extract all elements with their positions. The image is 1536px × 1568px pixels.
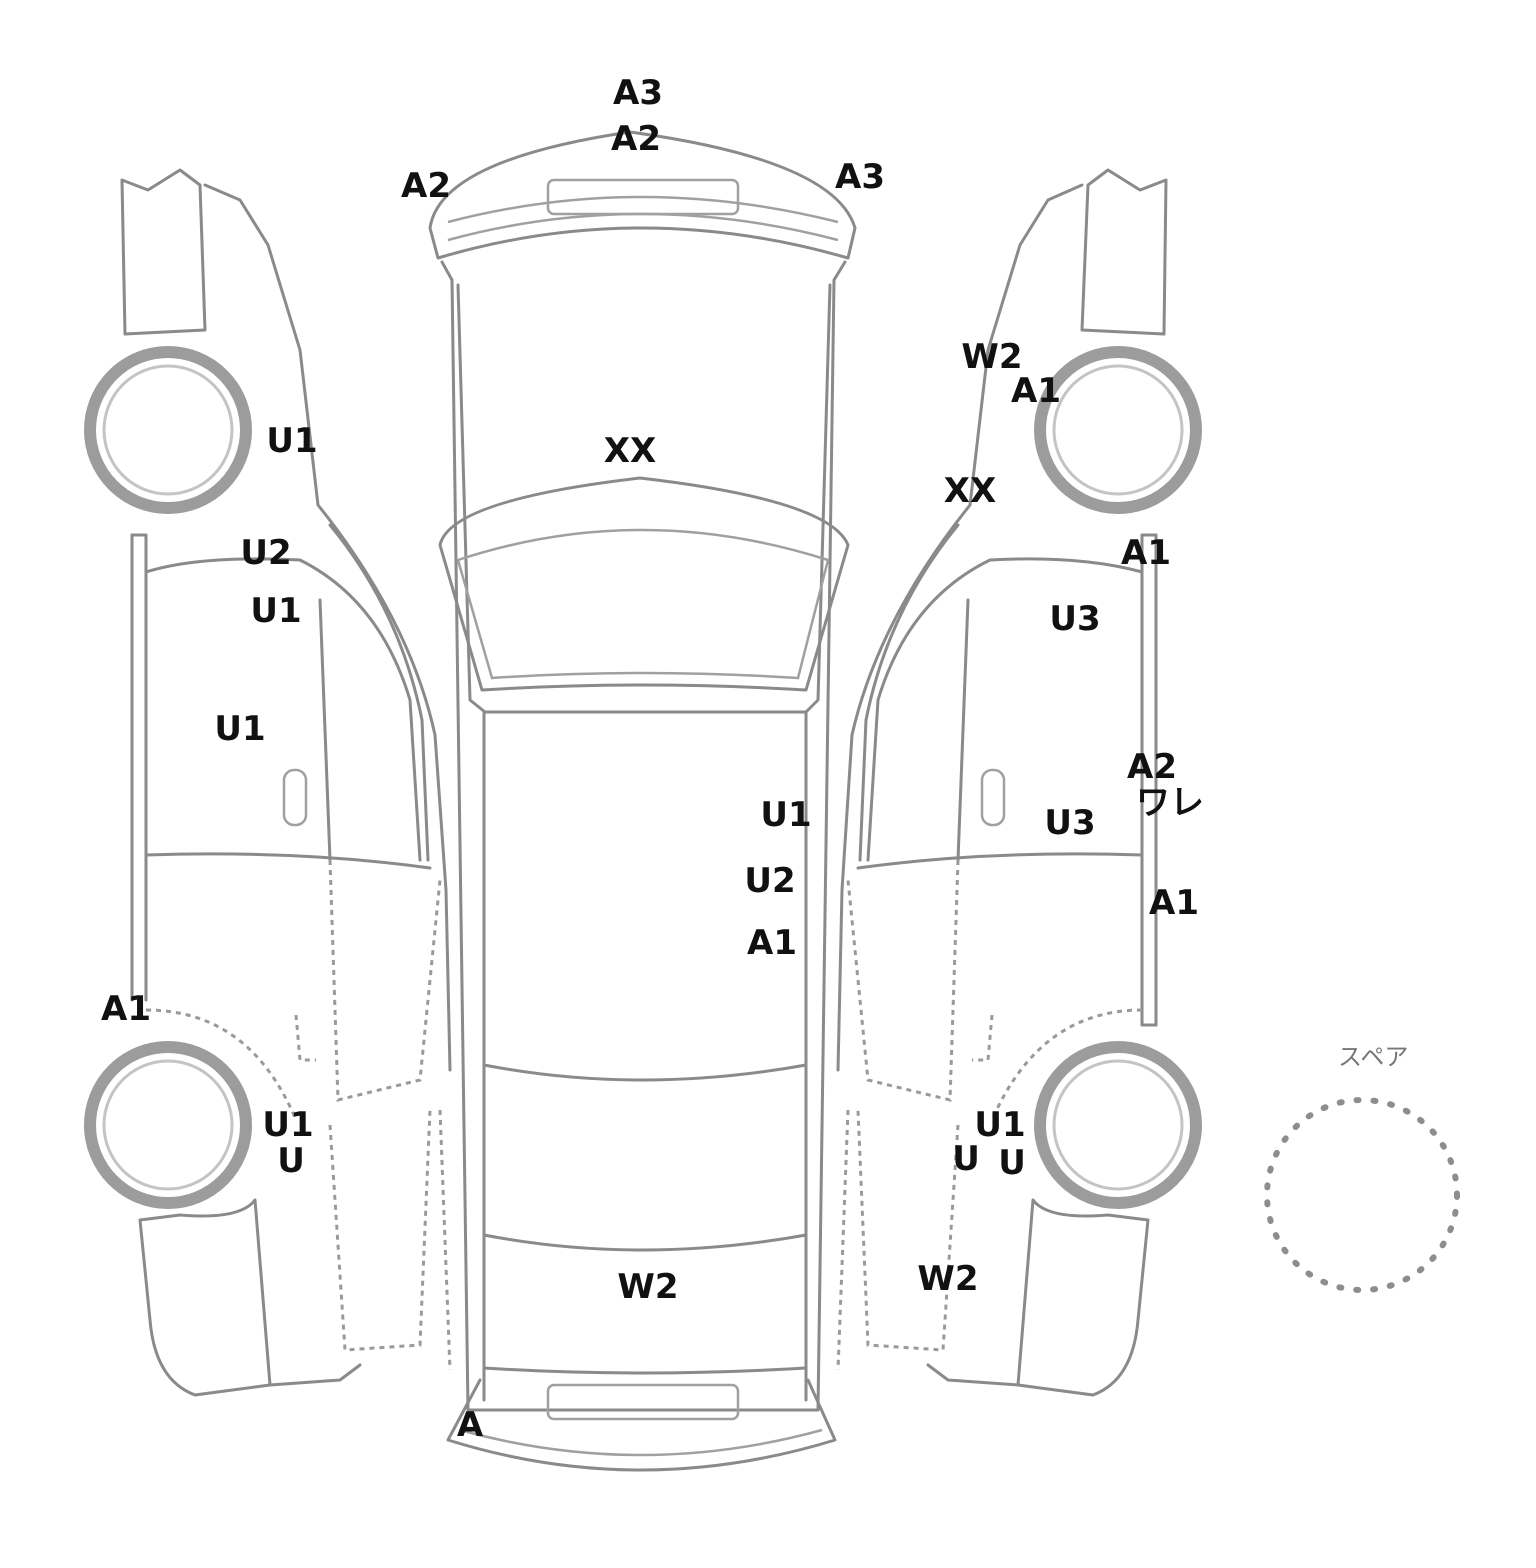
damage-mark: U	[952, 1139, 980, 1179]
damage-mark: U2	[744, 861, 795, 901]
damage-mark: A2	[401, 166, 451, 206]
damage-mark: U1	[214, 709, 265, 749]
damage-mark: XX	[944, 471, 996, 511]
damage-mark: U2	[240, 533, 291, 573]
damage-mark: W2	[961, 337, 1022, 377]
damage-mark: W2	[617, 1267, 678, 1307]
spare-tire: スペア	[1264, 1043, 1460, 1293]
damage-marks: A3 A2 A2 A3 W2 A1 U1 XX XX U2 A1 U1 U3 U…	[101, 73, 1204, 1445]
damage-mark: U1	[760, 795, 811, 835]
damage-mark: A1	[101, 989, 151, 1029]
spare-label: スペア	[1338, 1043, 1408, 1071]
car-right-side-view	[836, 168, 1202, 1397]
damage-mark: U	[277, 1141, 305, 1181]
damage-mark: U3	[1049, 599, 1100, 639]
damage-mark: W2	[917, 1259, 978, 1299]
damage-mark: U	[998, 1143, 1026, 1183]
damage-mark: A1	[1121, 533, 1171, 573]
car-left-side-view	[84, 168, 452, 1397]
damage-mark: A	[457, 1405, 484, 1445]
damage-mark: A1	[1149, 883, 1199, 923]
damage-mark: A3	[613, 73, 663, 113]
damage-mark: A2	[611, 119, 661, 159]
car-top-view	[428, 130, 857, 1472]
damage-mark: A1	[747, 923, 797, 963]
damage-mark: ワレ	[1136, 783, 1204, 823]
damage-mark: XX	[604, 431, 656, 471]
damage-mark: A2	[1127, 747, 1177, 787]
damage-mark: A1	[1011, 371, 1061, 411]
damage-mark: U3	[1044, 803, 1095, 843]
damage-mark: U1	[974, 1105, 1025, 1145]
damage-mark: U1	[262, 1105, 313, 1145]
damage-mark: U1	[250, 591, 301, 631]
damage-mark: A3	[835, 157, 885, 197]
damage-mark: U1	[266, 421, 317, 461]
